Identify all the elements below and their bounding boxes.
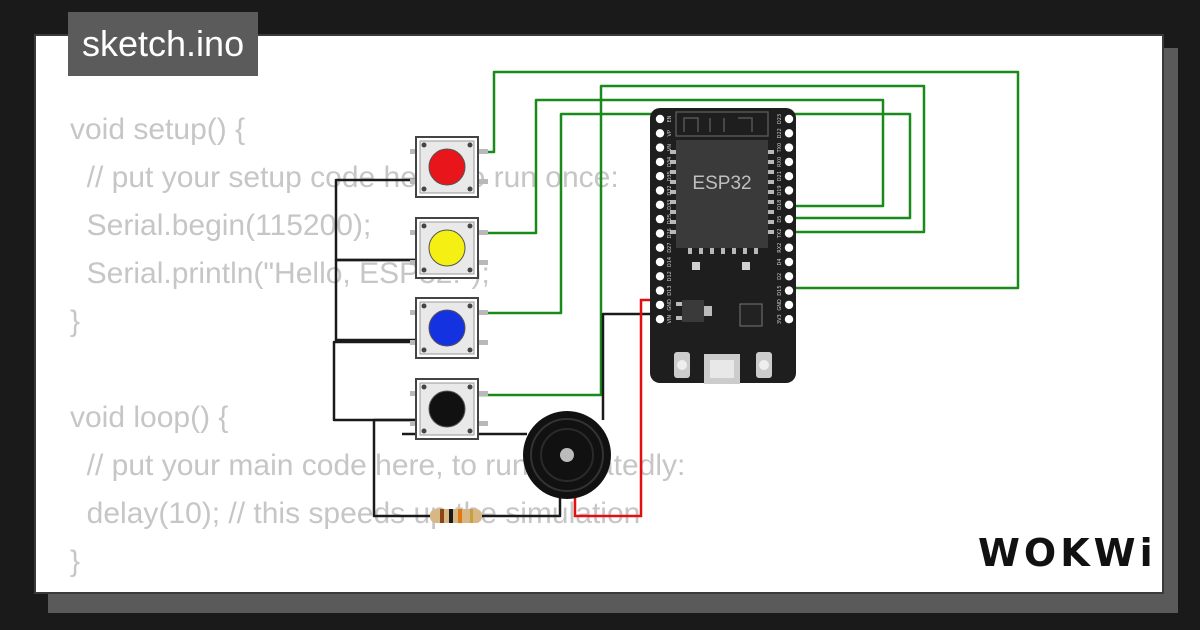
code-line: void setup() { (70, 113, 246, 146)
board-pin[interactable] (655, 272, 665, 281)
board-pin[interactable] (655, 229, 665, 238)
pin-label: TX0 (777, 143, 783, 154)
pin-label: D22 (777, 128, 783, 138)
pin-label: D27 (667, 243, 673, 253)
black-wires (332, 178, 660, 518)
pin-label: D14 (667, 257, 673, 267)
wire-gnd-chain (334, 178, 416, 262)
pin-label: RX0 (777, 157, 783, 167)
code-line: } (70, 545, 81, 578)
board-pin[interactable] (784, 200, 794, 209)
pin-label: D13 (667, 285, 673, 295)
pin-label: D32 (667, 185, 673, 195)
board-pin[interactable] (655, 286, 665, 295)
file-tab[interactable]: sketch.ino (68, 12, 259, 76)
board-pin[interactable] (655, 143, 665, 152)
buzzer[interactable] (523, 411, 611, 499)
yellow-button[interactable] (410, 217, 488, 279)
wire-resistor-buzzer (478, 490, 562, 518)
file-tab-label: sketch.ino (82, 23, 245, 64)
pin-label: D18 (777, 200, 783, 210)
board-pin[interactable] (784, 214, 794, 224)
code-line: } (70, 305, 81, 338)
board-label: ESP32 (692, 173, 751, 194)
board-pin[interactable] (784, 186, 794, 195)
logo-text: WOKWi (978, 531, 1153, 575)
board-pin[interactable] (655, 114, 665, 124)
board-pin[interactable] (655, 300, 665, 310)
pin-label: D33 (667, 200, 673, 210)
board-pin[interactable] (784, 172, 794, 181)
code-card: void setup() { // put your setup code he… (34, 34, 1164, 594)
pin-label: GND (667, 299, 673, 311)
wokwi-logo: WOKWi (978, 531, 1153, 575)
pin-label: GND (777, 299, 783, 311)
pin-label: D35 (667, 171, 673, 181)
pin-label: VIN (667, 315, 673, 324)
board-pin[interactable] (784, 143, 794, 152)
pin-label: D5 (777, 216, 783, 223)
board-pin[interactable] (655, 186, 665, 195)
wire-buzzer-signal (573, 298, 658, 518)
board-pin[interactable] (784, 129, 794, 138)
pin-label: D25 (667, 214, 673, 224)
pin-label: D4 (777, 258, 783, 265)
red-button[interactable] (410, 136, 488, 198)
blue-button[interactable] (410, 297, 488, 359)
pin-label: 3V3 (777, 314, 783, 324)
wire-black-button (478, 84, 926, 397)
board-pin[interactable] (784, 114, 794, 124)
board-pin[interactable] (784, 300, 794, 310)
board-pin[interactable] (655, 200, 665, 209)
board-pin[interactable] (784, 315, 794, 324)
pin-label: D19 (777, 185, 783, 195)
wire-yellow-button (478, 98, 885, 235)
board-pin[interactable] (655, 157, 665, 167)
pin-label: TX2 (777, 229, 783, 240)
pin-label: RX2 (777, 243, 783, 253)
pin-label: EN (667, 115, 673, 122)
board-pin[interactable] (784, 243, 794, 252)
pin-label: VN (667, 144, 673, 151)
wire-gnd-chain (334, 258, 416, 342)
board-pin[interactable] (655, 129, 665, 138)
board-pin[interactable] (655, 172, 665, 181)
board-pin[interactable] (655, 243, 665, 252)
black-button[interactable] (410, 378, 488, 440)
pin-label: D12 (667, 271, 673, 281)
board-pin[interactable] (784, 257, 794, 267)
board-pin[interactable] (784, 229, 794, 238)
wire-resistor (372, 418, 432, 518)
resistor[interactable] (430, 509, 482, 523)
board-pin[interactable] (655, 214, 665, 224)
board-pin[interactable] (655, 257, 665, 267)
wire-red-button (478, 70, 1020, 290)
board-pin[interactable] (655, 315, 665, 324)
pin-label: D21 (777, 171, 783, 181)
pin-label: D15 (777, 285, 783, 295)
esp32-board[interactable]: ESP32 ENVPVND34D35D32D33D25D26D27D14D12D… (650, 108, 796, 384)
code-line: void loop() { (70, 401, 229, 434)
pin-label: D23 (777, 114, 783, 124)
wire-gnd-chain (332, 340, 416, 422)
pin-label: D26 (667, 228, 673, 238)
pin-label: D34 (667, 157, 673, 167)
pin-label: D2 (777, 273, 783, 280)
board-pin[interactable] (784, 286, 794, 295)
board-pin[interactable] (784, 272, 794, 281)
board-pin[interactable] (784, 157, 794, 167)
pin-label: VP (667, 130, 673, 136)
code-line: Serial.begin(115200); (70, 209, 372, 242)
